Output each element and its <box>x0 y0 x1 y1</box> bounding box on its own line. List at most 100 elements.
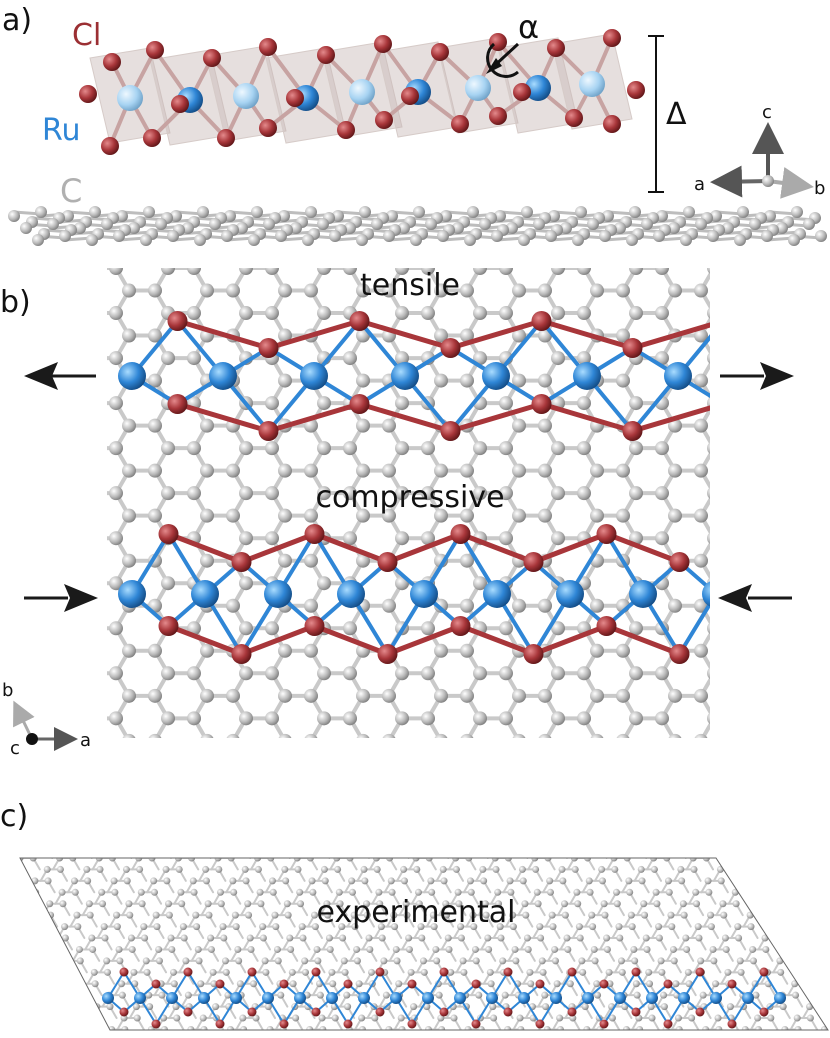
carbon-atom <box>332 832 339 839</box>
carbon-atom <box>668 733 682 738</box>
cl-atom <box>565 109 583 127</box>
ru-atom <box>550 992 562 1004</box>
carbon-atom <box>363 911 371 919</box>
carbon-atom <box>530 832 537 839</box>
carbon-atom <box>821 858 828 862</box>
carbon-atom <box>31 261 45 275</box>
carbon-atom <box>100 923 108 931</box>
carbon-atom <box>0 734 6 748</box>
axis-c-label: c <box>762 102 772 123</box>
carbon-atom <box>7 900 14 907</box>
carbon-atom <box>668 688 682 703</box>
carbon-atom <box>120 832 127 839</box>
carbon-atom <box>421 756 435 770</box>
carbon-atom <box>31 711 45 725</box>
carbon-atom <box>769 865 777 873</box>
carbon-atom <box>544 843 551 850</box>
carbon-atom <box>2 843 9 850</box>
carbon-atom <box>785 756 799 770</box>
carbon-atom <box>534 900 542 908</box>
carbon-atom <box>437 1014 445 1022</box>
panel-a-label: a) <box>2 3 32 38</box>
carbon-atom <box>434 779 448 793</box>
panel-c-label: c) <box>0 799 28 834</box>
carbon-atom <box>733 531 747 545</box>
carbon-atom <box>226 1025 234 1030</box>
carbon-atom <box>313 945 321 953</box>
cl-atom <box>695 967 705 977</box>
carbon-atom <box>683 206 695 218</box>
carbon-atom <box>785 441 799 455</box>
carbon-atom <box>56 865 64 873</box>
rucl3-chain-side-view <box>79 29 645 155</box>
carbon-atom <box>789 957 797 965</box>
carbon-atom <box>678 877 686 885</box>
carbon-atom <box>326 945 334 953</box>
carbon-atom <box>148 643 162 658</box>
carbon-atom <box>785 531 799 545</box>
carbon-atom <box>569 832 576 839</box>
carbon-atom <box>471 945 479 953</box>
carbon-atom <box>39 991 47 999</box>
carbon-atom <box>62 210 74 222</box>
carbon-atom <box>148 508 162 523</box>
carbon-atom <box>551 621 565 636</box>
carbon-atom <box>434 688 448 703</box>
carbon-atom <box>548 911 556 919</box>
cl-atom <box>531 394 552 414</box>
carbon-atom <box>44 284 58 298</box>
carbon-atom <box>447 968 455 976</box>
ru-atom <box>117 85 143 111</box>
carbon-atom <box>460 463 474 478</box>
carbon-atom <box>356 283 370 298</box>
carbon-atom <box>5 576 19 590</box>
ru-atom <box>198 992 210 1004</box>
carbon-atom <box>292 1014 300 1022</box>
carbon-atom <box>44 599 58 613</box>
carbon-atom <box>70 419 84 433</box>
carbon-atom <box>334 865 342 873</box>
carbon-atom <box>823 877 828 885</box>
carbon-atom <box>472 957 480 965</box>
carbon-atom <box>400 865 408 873</box>
carbon-atom <box>83 486 97 500</box>
carbon-atom <box>585 877 593 885</box>
carbon-atom <box>383 230 395 242</box>
carbon-atom <box>460 508 474 523</box>
carbon-atom <box>460 598 474 613</box>
carbon-atom <box>265 801 279 815</box>
carbon-atom <box>38 980 46 988</box>
carbon-atom <box>179 923 187 931</box>
carbon-atom <box>70 554 84 568</box>
carbon-atom <box>629 486 643 501</box>
carbon-atom <box>365 934 373 942</box>
carbon-atom <box>187 268 201 275</box>
carbon-atom <box>150 888 158 896</box>
carbon-atom <box>415 900 423 908</box>
carbon-atom <box>109 268 123 275</box>
carbon-atom <box>265 396 279 411</box>
ru-atom <box>454 992 466 1004</box>
carbon-atom <box>746 644 760 658</box>
tensile-arrow-right <box>720 362 794 390</box>
carbon-atom <box>637 865 645 873</box>
carbon-atom <box>538 733 552 738</box>
carbon-atom <box>722 222 734 234</box>
carbon-atom <box>801 934 809 942</box>
carbon-atom <box>0 980 6 987</box>
carbon-atom <box>478 843 485 850</box>
carbon-atom <box>824 284 830 298</box>
carbon-atom <box>707 801 721 815</box>
carbon-atom <box>825 911 828 919</box>
carbon-atom <box>227 858 235 862</box>
carbon-atom <box>122 283 136 298</box>
carbon-atom <box>32 234 44 246</box>
cl-atom <box>407 979 417 989</box>
carbon-atom <box>610 858 618 862</box>
carbon-atom <box>414 888 422 896</box>
carbon-atom <box>277 991 285 999</box>
carbon-atom <box>343 486 357 501</box>
carbon-atom <box>304 283 318 298</box>
carbon-atom <box>710 957 718 965</box>
carbon-atom <box>5 531 19 545</box>
